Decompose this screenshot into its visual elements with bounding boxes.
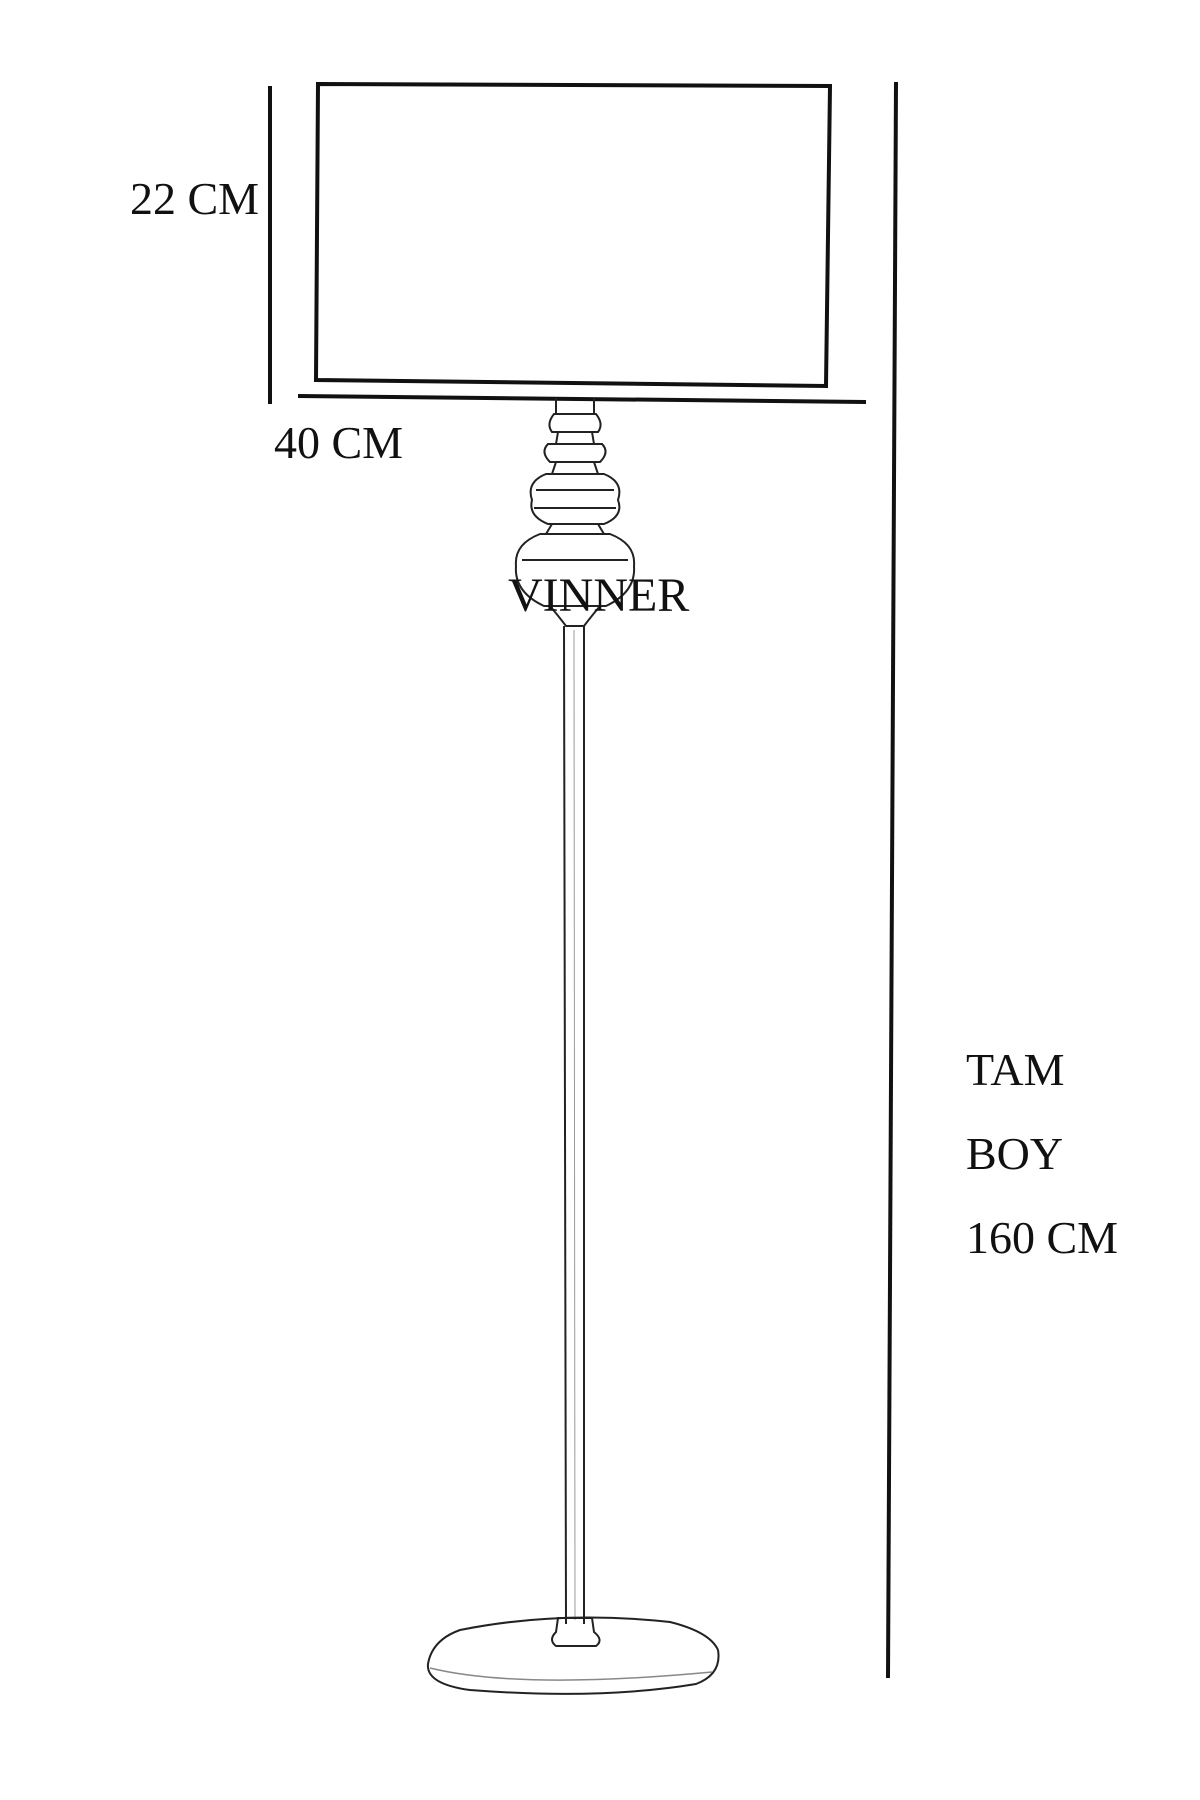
- lamp-shade: [313, 81, 833, 389]
- total-height-line-2: BOY: [966, 1128, 1064, 1179]
- total-height-dimension-line: [886, 81, 898, 1679]
- total-height-line-1: TAM: [966, 1044, 1065, 1095]
- product-name: VINNER: [508, 569, 690, 622]
- lamp-pole: [563, 625, 585, 1625]
- shade-height-label: 22 CM: [130, 173, 260, 224]
- lamp-base: [426, 1616, 720, 1695]
- shade-width-label: 40 CM: [274, 417, 404, 468]
- lamp-base-joint: [551, 1617, 601, 1647]
- lamp-neck: [514, 398, 636, 627]
- shade-width-dimension-line: [297, 394, 867, 404]
- total-height-label: TAM BOY 160 CM: [966, 1028, 1118, 1280]
- total-height-line-3: 160 CM: [966, 1212, 1119, 1263]
